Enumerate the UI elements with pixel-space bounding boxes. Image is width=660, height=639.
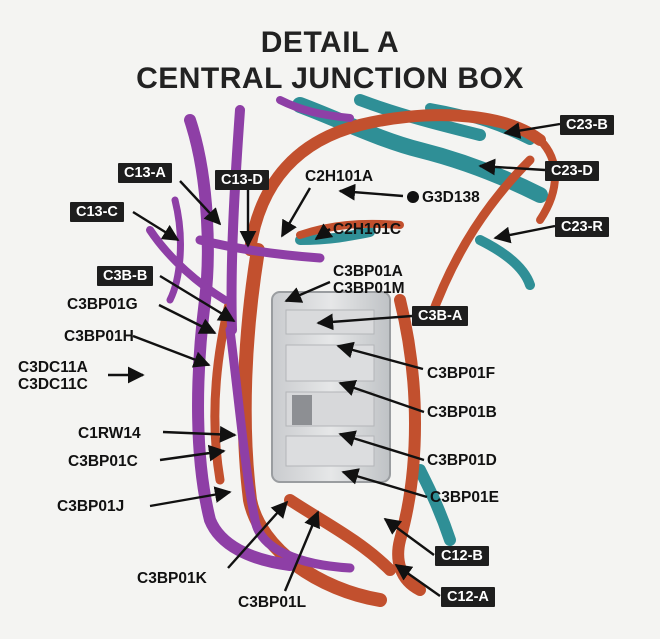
callout-c23-d: C23-D: [545, 161, 599, 181]
leader-arrows: [108, 122, 561, 597]
callout-c13-c: C13-C: [70, 202, 124, 222]
title-line-1: DETAIL A: [260, 26, 400, 59]
callout-c3b-a: C3B-A: [412, 306, 469, 326]
label-c1rw14: C1RW14: [78, 425, 141, 442]
label-c3bp01d: C3BP01D: [427, 452, 497, 469]
label-c3bp01b: C3BP01B: [427, 404, 497, 421]
label-c3dc11a: C3DC11A: [18, 359, 88, 376]
label-c3bp01m: C3BP01M: [333, 280, 405, 297]
label-c3bp01f: C3BP01F: [427, 365, 496, 382]
label-c3bp01j: C3BP01J: [57, 498, 125, 515]
label-c3bp01c: C3BP01C: [68, 453, 138, 470]
callout-c23-r: C23-R: [555, 217, 609, 237]
label-g3d138: G3D138: [422, 189, 480, 206]
label-c3bp01a: C3BP01A: [333, 263, 403, 280]
label-c3bp01l: C3BP01L: [238, 594, 307, 611]
callout-c13-d: C13-D: [215, 170, 269, 190]
label-c2h101a: C2H101A: [305, 168, 374, 185]
central-junction-box: [271, 291, 391, 483]
callout-c3b-b: C3B-B: [97, 266, 154, 286]
ground-point-icon: [407, 191, 419, 203]
label-c3bp01h: C3BP01H: [64, 328, 134, 345]
label-c3dc11c: C3DC11C: [18, 376, 88, 393]
label-c3bp01g: C3BP01G: [67, 296, 138, 313]
callout-c12-a: C12-A: [441, 587, 495, 607]
label-c2h101c: C2H101C: [333, 221, 402, 238]
callout-c13-a: C13-A: [118, 163, 172, 183]
callout-c12-b: C12-B: [435, 546, 489, 566]
label-c3bp01e: C3BP01E: [430, 489, 499, 506]
label-c3bp01k: C3BP01K: [137, 570, 207, 587]
callout-c23-b: C23-B: [560, 115, 614, 135]
title-line-2: CENTRAL JUNCTION BOX: [136, 62, 524, 95]
